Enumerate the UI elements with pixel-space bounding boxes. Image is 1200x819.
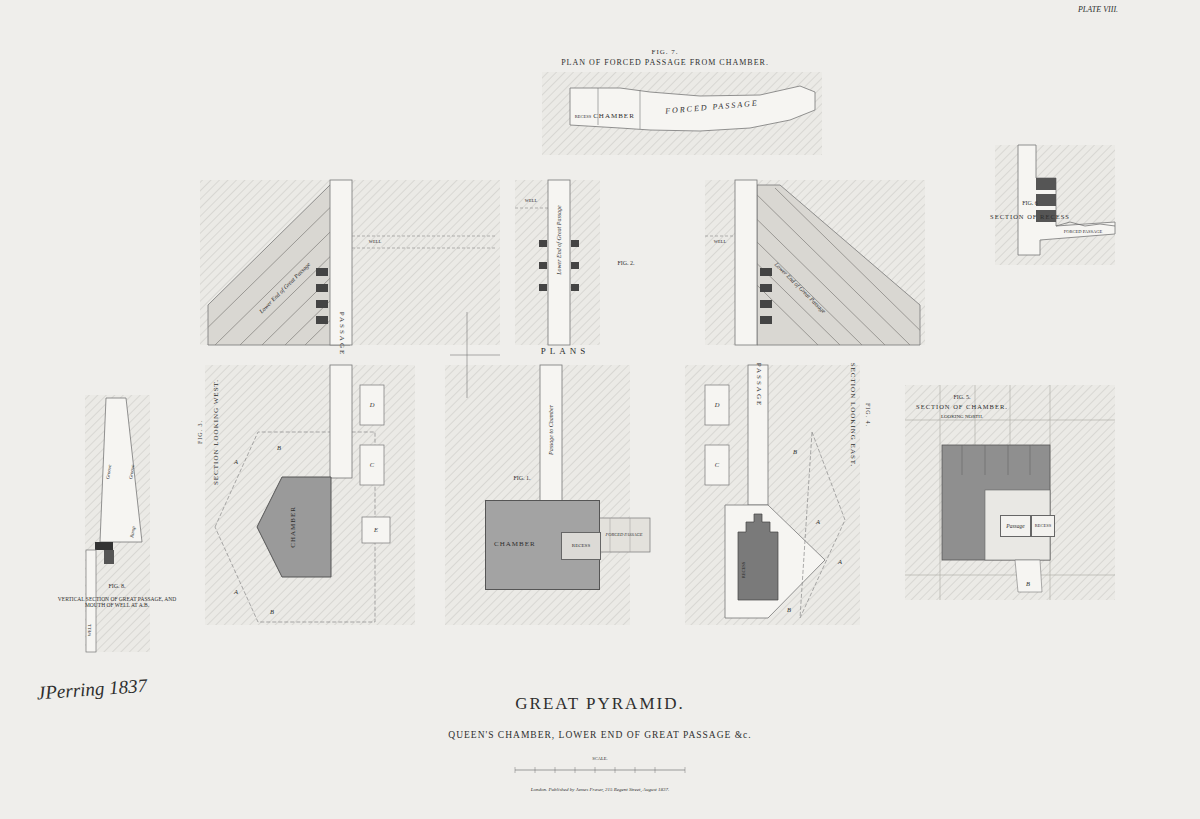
node-text: RECESS bbox=[572, 543, 590, 549]
plate-label: C bbox=[715, 461, 719, 468]
plate-label: FIG. 7. bbox=[651, 49, 678, 57]
plate-label: A bbox=[816, 518, 820, 525]
plate-label: FIG. 1. bbox=[513, 475, 530, 482]
plate-label: London. Published by James Fraser, 215 R… bbox=[531, 787, 669, 793]
plate-label: FIG. 4. bbox=[865, 403, 872, 427]
plate-label: WELL bbox=[714, 240, 727, 245]
plate-label: PLAN OF FORCED PASSAGE FROM CHAMBER. bbox=[561, 59, 769, 68]
plate-label: Lower End of Great Passage bbox=[556, 205, 563, 274]
plate-label: CHAMBER bbox=[593, 113, 635, 121]
plate-label: FIG. 5. bbox=[953, 394, 970, 401]
plate-label: A bbox=[234, 458, 238, 465]
plate-label: Passage to Chamber bbox=[548, 405, 555, 455]
plate-label: B bbox=[277, 444, 281, 451]
node-text: CHAMBER bbox=[290, 506, 298, 548]
plate-label: WELL bbox=[369, 240, 382, 245]
plate-label: D bbox=[715, 401, 720, 408]
plate-label: FIG. 2. bbox=[617, 260, 634, 267]
plate-label: SECTION OF RECESS bbox=[990, 213, 1070, 220]
plate-label: PLATE VIII. bbox=[1078, 6, 1118, 15]
plate-label: RECESS bbox=[575, 115, 592, 120]
node-text: Passage bbox=[1006, 523, 1024, 529]
plate-label: B bbox=[793, 448, 797, 455]
chamber-box: RECESS bbox=[561, 532, 601, 560]
plate-label: FORCED PASSAGE bbox=[1064, 230, 1102, 235]
plate-label: B bbox=[1026, 580, 1030, 587]
plate-label: SECTION LOOKING EAST. bbox=[848, 363, 856, 468]
plate-label: D bbox=[370, 401, 375, 408]
node-text: CHAMBER bbox=[494, 541, 536, 549]
plate-label: A bbox=[234, 588, 238, 595]
plate-label: FIG. 6 bbox=[1022, 200, 1038, 207]
chamber-box: CHAMBER RECESS bbox=[485, 500, 600, 590]
plate-label: A bbox=[838, 558, 842, 565]
plate-label: PASSAGE bbox=[754, 363, 762, 407]
plate-label: WELL bbox=[88, 624, 93, 637]
plate-label: FIG. 3. bbox=[197, 420, 204, 444]
chamber-box: RECESS bbox=[1031, 515, 1055, 537]
plate-label: LOOKING NORTH. bbox=[941, 414, 983, 420]
plate-label: SCALE. bbox=[592, 757, 607, 762]
plate-label: E bbox=[374, 526, 378, 533]
plate-label: SECTION LOOKING WEST. bbox=[213, 379, 221, 485]
plate-label: FORCED PASSAGE bbox=[605, 533, 642, 538]
plate-label: C bbox=[370, 461, 374, 468]
plate-caption: QUEEN'S CHAMBER, LOWER END OF GREAT PASS… bbox=[448, 730, 751, 740]
node-text: RECESS bbox=[1035, 524, 1052, 529]
plate-label: B bbox=[270, 608, 274, 615]
plate-title: GREAT PYRAMID. bbox=[515, 695, 684, 714]
plate-label: WELL bbox=[525, 199, 538, 204]
plate-label: JPerring 1837 bbox=[36, 676, 147, 705]
plate-label: FIG. 8. bbox=[108, 583, 125, 590]
plate-label: B bbox=[787, 606, 791, 613]
chamber-box: Passage bbox=[1000, 515, 1031, 537]
plate-label: SECTION OF CHAMBER. bbox=[916, 403, 1008, 410]
plate-label: RECESS bbox=[742, 562, 747, 579]
plate-label: PLANS bbox=[541, 347, 590, 357]
plate-label: PASSAGE bbox=[337, 312, 345, 356]
chamber-shape: CHAMBER bbox=[255, 475, 333, 579]
plate-label: VERTICAL SECTION OF GREAT PASSAGE, AND M… bbox=[52, 596, 182, 608]
